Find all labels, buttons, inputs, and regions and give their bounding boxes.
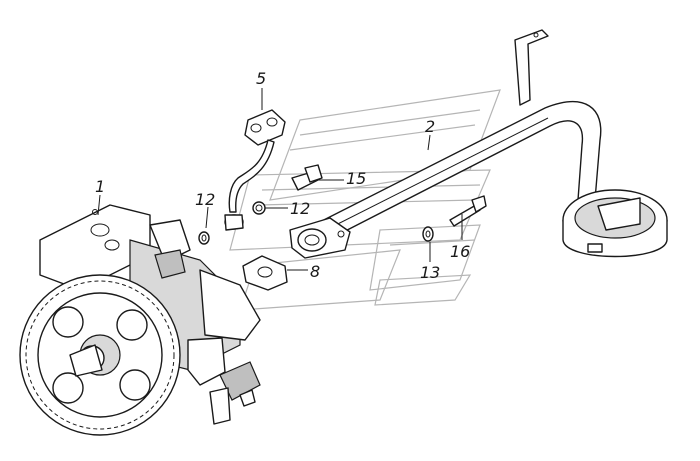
callout-5: 5 bbox=[256, 69, 266, 88]
callout-8: 8 bbox=[310, 262, 320, 281]
callout-15: 15 bbox=[346, 169, 366, 188]
callout-12-right: 12 bbox=[290, 199, 310, 218]
washer-right bbox=[252, 201, 266, 215]
callout-16: 16 bbox=[450, 242, 470, 261]
pressure-tube-part bbox=[224, 109, 286, 231]
gasket-8 bbox=[242, 255, 288, 291]
washer-13 bbox=[422, 226, 434, 242]
suction-pipe-part bbox=[289, 29, 668, 259]
callout-1: 1 bbox=[95, 177, 105, 196]
callout-labels: 1 2 5 8 12 12 13 15 16 bbox=[95, 69, 470, 282]
small-parts bbox=[198, 164, 487, 291]
callout-2: 2 bbox=[425, 117, 435, 136]
leader-lines bbox=[97, 88, 463, 271]
callout-13: 13 bbox=[420, 263, 440, 282]
oil-pump-part bbox=[19, 204, 261, 436]
callout-12-left: 12 bbox=[195, 190, 215, 209]
washer-left bbox=[198, 231, 210, 245]
